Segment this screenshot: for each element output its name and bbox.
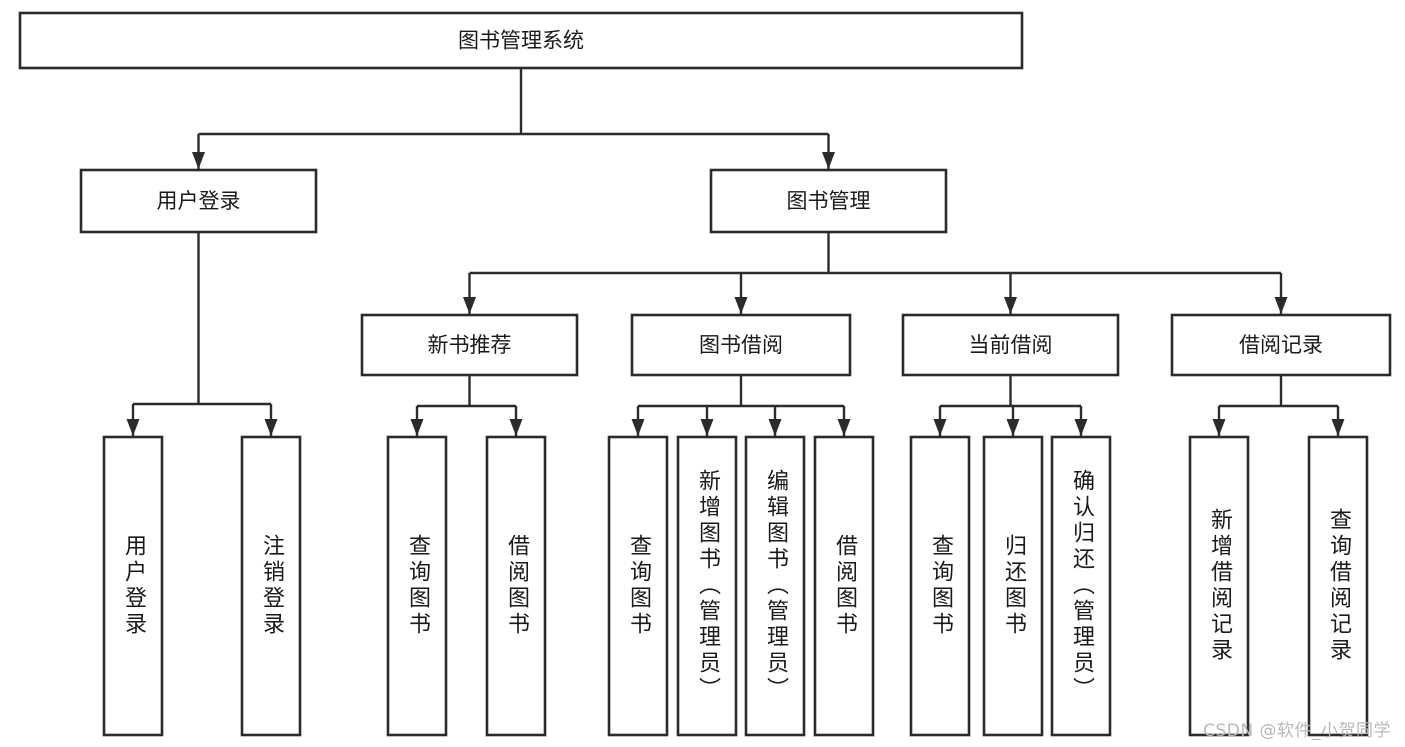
arrow-head-icon — [126, 419, 140, 436]
level2-node[interactable]: 当前借阅 — [901, 313, 1120, 377]
level2-node[interactable]: 借阅记录 — [1170, 313, 1392, 377]
leaf-node-box[interactable] — [982, 435, 1044, 737]
node-label: 借阅记录 — [1239, 333, 1323, 357]
leaf-node-box[interactable] — [1188, 435, 1250, 737]
arrow-head-icon — [1274, 297, 1288, 314]
root-node-图书管理系统[interactable]: 图书管理系统 — [18, 11, 1024, 70]
arrow-head-icon — [631, 419, 645, 436]
arrow-head-icon — [837, 419, 851, 436]
node-label: 当前借阅 — [969, 333, 1053, 357]
arrow-head-icon — [1212, 419, 1226, 436]
arrow-head-icon — [768, 419, 782, 436]
level2-node[interactable]: 图书借阅 — [630, 313, 852, 377]
leaf-node-box[interactable] — [813, 435, 875, 737]
arrow-head-icon — [192, 152, 205, 169]
node-label: 用户登录 — [157, 189, 241, 213]
level2-node[interactable]: 新书推荐 — [360, 313, 579, 377]
leaf-node-box[interactable] — [909, 435, 971, 737]
node-label: 图书管理系统 — [458, 29, 584, 53]
arrow-head-icon — [734, 297, 748, 314]
arrow-head-icon — [509, 419, 523, 436]
leaf-node-box[interactable] — [386, 435, 448, 737]
arrow-head-icon — [1074, 419, 1088, 436]
leaf-node-box[interactable] — [1050, 435, 1112, 737]
leaf-node-box[interactable] — [102, 435, 164, 737]
arrow-head-icon — [822, 152, 835, 169]
node-label: 新书推荐 — [428, 333, 512, 357]
node-label: 图书管理 — [787, 189, 871, 213]
leaf-node-box[interactable] — [240, 435, 302, 737]
arrow-head-icon — [1006, 419, 1020, 436]
level1-node[interactable]: 用户登录 — [79, 168, 318, 234]
arrow-head-icon — [700, 419, 714, 436]
leaf-node-box[interactable] — [607, 435, 669, 737]
connector-lines — [126, 68, 1345, 436]
arrow-head-icon — [933, 419, 947, 436]
leaf-node-box[interactable] — [1307, 435, 1369, 737]
arrow-head-icon — [1331, 419, 1345, 436]
watermark-text: CSDN @软件_小贺同学 — [1203, 721, 1391, 741]
arrow-head-icon — [264, 419, 278, 436]
arrow-head-icon — [410, 419, 424, 436]
arrow-head-icon — [1004, 297, 1017, 314]
leaf-node-box[interactable] — [676, 435, 738, 737]
level1-node[interactable]: 图书管理 — [709, 168, 948, 234]
arrow-head-icon — [463, 297, 476, 314]
leaf-node-box[interactable] — [744, 435, 806, 737]
leaf-node-box[interactable] — [485, 435, 547, 737]
node-label: 图书借阅 — [699, 333, 783, 357]
